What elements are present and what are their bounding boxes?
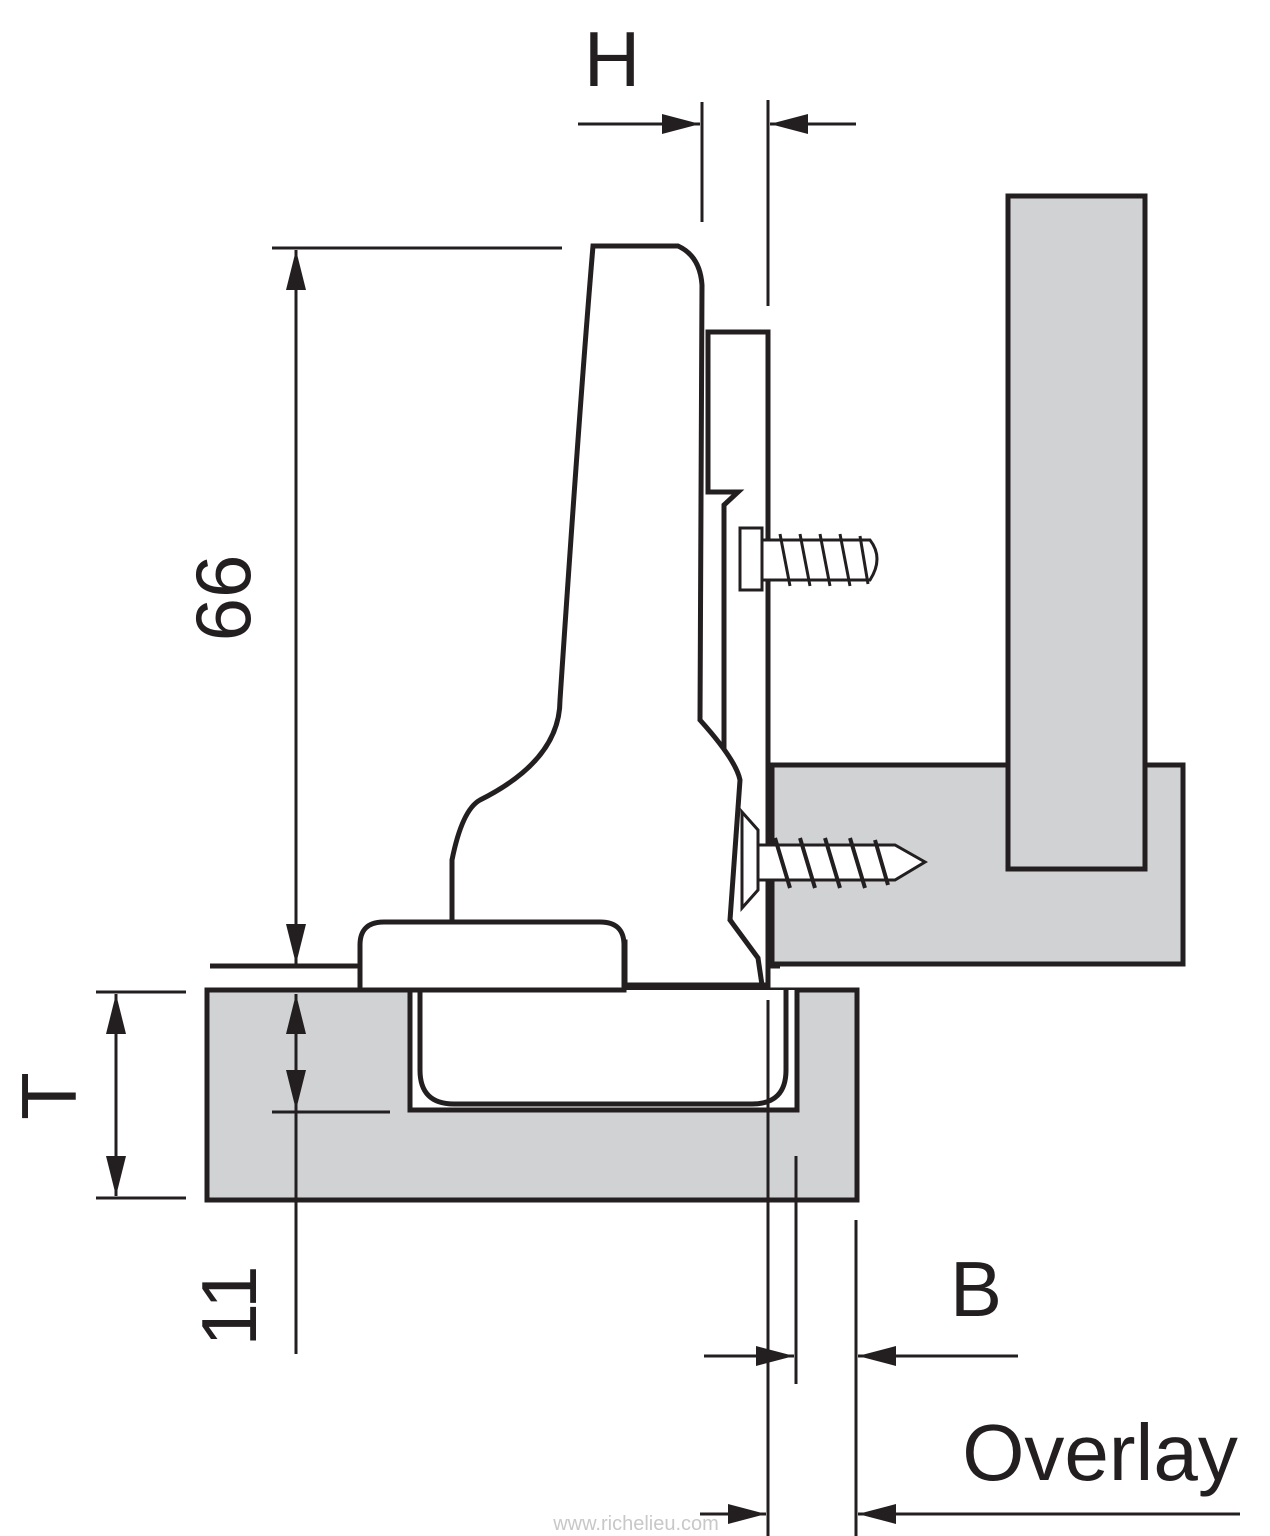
watermark-text: www.richelieu.com xyxy=(552,1513,719,1535)
label-t: T xyxy=(5,1072,93,1120)
label-overlay: Overlay xyxy=(962,1408,1238,1497)
hinge-arm xyxy=(449,243,765,988)
dimension-h xyxy=(578,100,856,306)
hinge-cup xyxy=(417,990,789,1107)
dimension-b xyxy=(704,1000,1018,1536)
plate-screw xyxy=(738,526,879,592)
hinge-base-cap xyxy=(357,919,627,993)
label-11: 11 xyxy=(185,1266,273,1347)
dimension-11 xyxy=(272,994,390,1354)
cabinet-base-panel xyxy=(769,762,1186,967)
cabinet-side-panel xyxy=(1005,193,1148,872)
label-66: 66 xyxy=(179,555,267,642)
base-screw xyxy=(740,808,928,912)
dimension-66 xyxy=(272,246,562,964)
label-h: H xyxy=(584,15,640,103)
dimension-overlay xyxy=(700,1504,1240,1524)
dimension-t xyxy=(96,990,186,1200)
label-b: B xyxy=(950,1245,1002,1333)
